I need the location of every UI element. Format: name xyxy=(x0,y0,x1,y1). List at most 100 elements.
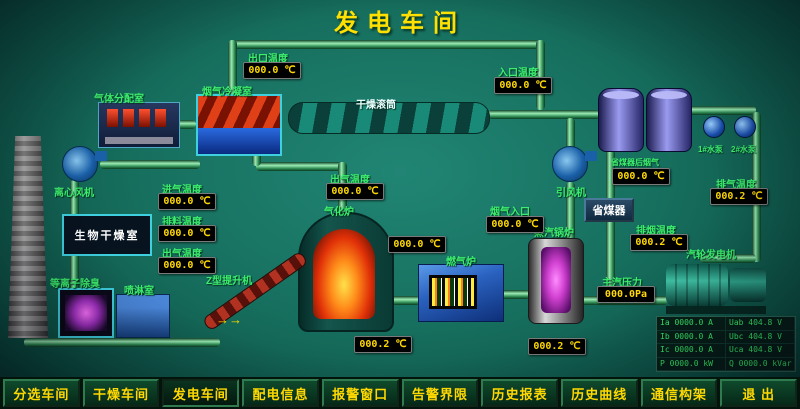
exhaust-temp-display: 000.2 ℃ xyxy=(710,188,768,205)
machine-base xyxy=(105,137,173,144)
induced-draft-fan xyxy=(552,146,597,182)
spray-room-label: 喷淋室 xyxy=(124,286,154,297)
condenser-hot-section xyxy=(198,96,280,128)
vent-slot xyxy=(123,109,134,127)
pipe xyxy=(230,40,540,49)
gasifier-flame xyxy=(313,229,375,319)
drying-drum-label: 干燥滚筒 xyxy=(356,100,396,111)
induced-draft-fan-label: 引风机 xyxy=(556,188,586,199)
discharge-temp-display: 000.0 ℃ xyxy=(158,225,216,242)
water-pump-1-label: 1#水泵 xyxy=(698,145,723,154)
metric-cell: Ib 0000.0 A xyxy=(657,330,726,343)
turbine-generator xyxy=(666,258,766,314)
vent-slots xyxy=(99,103,179,133)
bottom-nav-bar: 分选车间 干燥车间 发电车间 配电信息 报警窗口 告警界限 历史报表 历史曲线 … xyxy=(0,377,800,409)
pipe xyxy=(688,106,756,115)
boiler-bottom-temp-display: 000.2 ℃ xyxy=(528,338,586,355)
pipe xyxy=(390,296,420,305)
plasma-deodorizer-label: 等离子除臭 xyxy=(50,279,100,290)
flue-gas-condenser xyxy=(196,94,282,156)
nav-history-curve[interactable]: 历史曲线 xyxy=(560,379,638,407)
turbine-body xyxy=(666,264,728,306)
gasifier-temp-display: 000.0 ℃ xyxy=(388,236,446,253)
economizer-outlet-label: 省煤器后烟气 xyxy=(611,158,659,167)
vent-slot xyxy=(107,109,118,127)
nav-exit[interactable]: 退 出 xyxy=(720,379,798,407)
intake-temp-display: 000.0 ℃ xyxy=(158,193,216,210)
nav-power-workshop[interactable]: 发电车间 xyxy=(162,379,240,407)
turbine-generator-label: 汽轮发电机 xyxy=(686,250,736,261)
storage-tank-1 xyxy=(598,88,644,152)
table-row: Ib 0000.0 A Ubc 404.8 V xyxy=(657,330,795,344)
gasifier-label: 气化炉 xyxy=(324,207,354,218)
economizer-outlet-display: 000.0 ℃ xyxy=(612,168,670,185)
generator-metrics-table: Ia 0000.0 A Uab 404.8 V Ib 0000.0 A Ubc … xyxy=(656,316,796,372)
nav-power-distribution-info[interactable]: 配电信息 xyxy=(242,379,319,407)
outgas-temp-display: 000.0 ℃ xyxy=(158,257,216,274)
centrifugal-fan xyxy=(62,146,107,182)
gasifier-bottom-temp-display: 000.2 ℃ xyxy=(354,336,412,353)
metric-cell: Q 0000.0 kVar xyxy=(726,357,795,370)
bio-drying-room: 生物干燥室 xyxy=(62,214,152,256)
fluegas-inlet-display: 000.0 ℃ xyxy=(486,216,544,233)
table-row: Ic 0000.0 A Uca 404.8 V xyxy=(657,344,795,358)
pipe xyxy=(488,110,600,119)
water-pump-2-label: 2#水泵 xyxy=(731,145,756,154)
table-row: Ia 0000.0 A Uab 404.8 V xyxy=(657,317,795,331)
plasma-glow xyxy=(65,295,107,331)
table-row: P 0000.0 kW Q 0000.0 kVar xyxy=(657,357,795,371)
chimney xyxy=(8,136,48,338)
steam-boiler xyxy=(528,238,584,324)
condenser-cold-section xyxy=(198,127,280,154)
pipe xyxy=(100,160,200,169)
metric-cell: Uab 404.8 V xyxy=(726,317,795,330)
gas-furnace-label: 燃气炉 xyxy=(446,257,476,268)
metric-cell: Ia 0000.0 A xyxy=(657,317,726,330)
gasifier-outgas-temp-display: 000.0 ℃ xyxy=(326,183,384,200)
fan-outlet xyxy=(95,151,107,161)
storage-tank-2 xyxy=(646,88,692,152)
flue-gas-condenser-label: 烟气冷凝室 xyxy=(202,87,252,98)
pipe xyxy=(256,162,342,171)
metric-cell: Ic 0000.0 A xyxy=(657,344,726,357)
nav-alarm-window[interactable]: 报警窗口 xyxy=(321,379,399,407)
tank-cap xyxy=(651,91,687,99)
plasma-deodorizer xyxy=(58,288,114,338)
water-pump-1 xyxy=(703,116,725,138)
economizer: 省煤器 xyxy=(584,198,634,222)
metric-cell: Uca 404.8 V xyxy=(726,344,795,357)
smoke-temp-display: 000.2 ℃ xyxy=(630,234,688,251)
pipe xyxy=(24,338,220,347)
nav-drying-workshop[interactable]: 干燥车间 xyxy=(82,379,160,407)
spray-room xyxy=(116,294,170,338)
gas-furnace xyxy=(418,264,504,322)
boiler-core xyxy=(541,247,571,313)
z-type-elevator-label: Z型提升机 xyxy=(206,276,253,287)
generator-body xyxy=(730,268,766,302)
furnace-window xyxy=(429,275,477,309)
inlet-temp-display: 000.0 ℃ xyxy=(494,77,552,94)
metric-cell: Ubc 404.8 V xyxy=(726,330,795,343)
pipe xyxy=(500,290,530,299)
vent-slot xyxy=(139,109,150,127)
water-pump-2 xyxy=(734,116,756,138)
tank-cap xyxy=(603,91,639,99)
gasifier-vessel xyxy=(298,212,394,332)
gas-distribution-room xyxy=(98,102,180,148)
centrifugal-fan-label: 离心风机 xyxy=(54,188,94,199)
page-title: 发电车间 xyxy=(334,10,466,37)
nav-communication-structure[interactable]: 通信构架 xyxy=(640,379,718,407)
fan-outlet xyxy=(585,151,597,161)
flow-arrow-icon: →→ xyxy=(216,312,242,327)
furnace-flame xyxy=(432,278,474,306)
nav-alarm-limits[interactable]: 告警界限 xyxy=(401,379,479,407)
nav-sorting-workshop[interactable]: 分选车间 xyxy=(3,379,80,407)
pipe xyxy=(178,120,196,129)
nav-history-report[interactable]: 历史报表 xyxy=(481,379,558,407)
metric-cell: P 0000.0 kW xyxy=(657,357,726,370)
outlet-temp-display: 000.0 ℃ xyxy=(243,62,301,79)
turbine-base xyxy=(666,306,766,314)
main-steam-pressure-display: 000.0Pa xyxy=(597,286,655,303)
vent-slot xyxy=(155,109,166,127)
